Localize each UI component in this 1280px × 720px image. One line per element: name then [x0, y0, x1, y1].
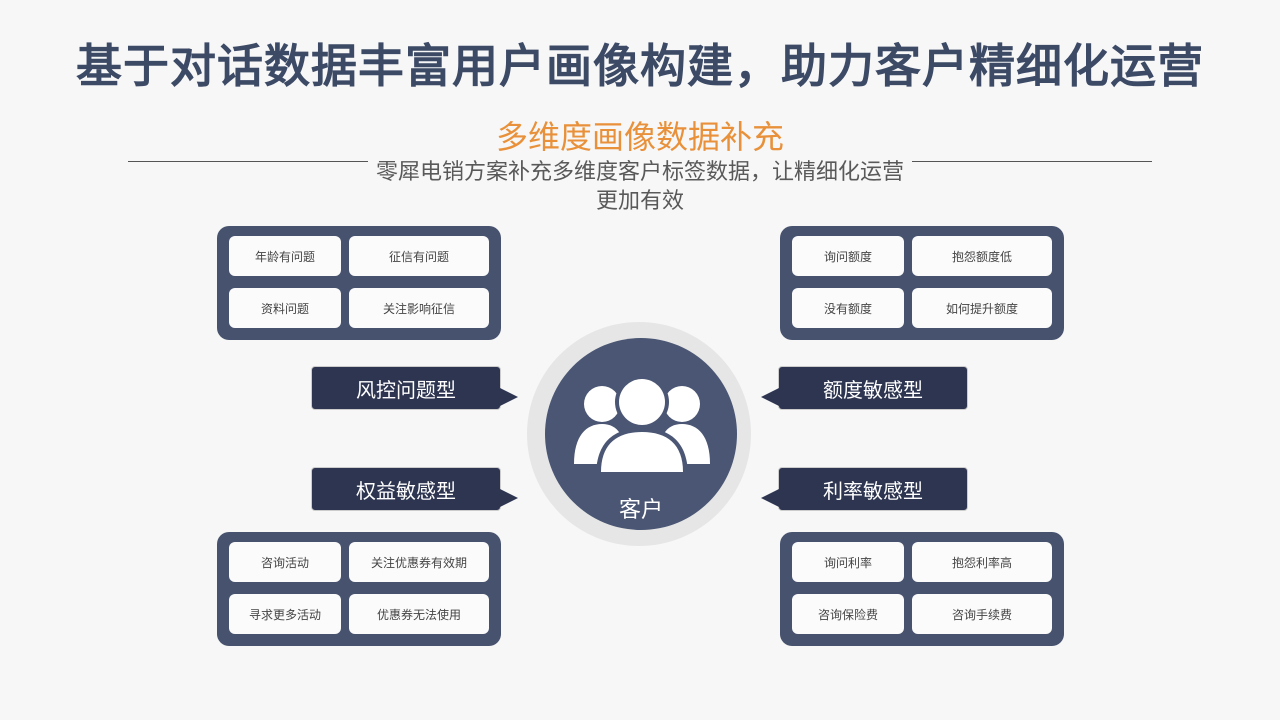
tag-item: 咨询手续费	[912, 594, 1052, 634]
tag-item: 咨询保险费	[792, 594, 904, 634]
tag-item: 抱怨额度低	[912, 236, 1052, 276]
tag-item: 没有额度	[792, 288, 904, 328]
tag-item: 征信有问题	[349, 236, 489, 276]
tag-item: 资料问题	[229, 288, 341, 328]
tag-item: 寻求更多活动	[229, 594, 341, 634]
benefit-tags-panel: 咨询活动 关注优惠券有效期 寻求更多活动 优惠券无法使用	[217, 532, 501, 646]
quota-tags-panel: 询问额度 抱怨额度低 没有额度 如何提升额度	[780, 226, 1064, 340]
interest-tags-panel: 询问利率 抱怨利率高 咨询保险费 咨询手续费	[780, 532, 1064, 646]
tag-item: 关注影响征信	[349, 288, 489, 328]
tag-item: 咨询活动	[229, 542, 341, 582]
interest-segment-label: 利率敏感型	[823, 478, 923, 503]
tag-item: 优惠券无法使用	[349, 594, 489, 634]
tag-item: 询问额度	[792, 236, 904, 276]
tag-item: 如何提升额度	[912, 288, 1052, 328]
tag-item: 年龄有问题	[229, 236, 341, 276]
tag-item: 抱怨利率高	[912, 542, 1052, 582]
callout-pointer	[761, 387, 781, 407]
tag-item: 关注优惠券有效期	[349, 542, 489, 582]
section-subtitle: 多维度画像数据补充	[495, 118, 784, 156]
benefit-segment-label: 权益敏感型	[356, 478, 456, 503]
risk-tags-panel: 年龄有问题 征信有问题 资料问题 关注影响征信	[217, 226, 501, 340]
quota-segment-label: 额度敏感型	[823, 377, 923, 402]
page-title: 基于对话数据丰富用户画像构建，助力客户精细化运营	[76, 39, 1204, 93]
callout-pointer	[761, 488, 781, 508]
hub-label: 客户	[618, 498, 663, 523]
callout-pointer	[498, 387, 518, 407]
divider-right	[912, 161, 1152, 162]
quota-segment-callout: 额度敏感型	[761, 366, 968, 410]
callout-pointer	[498, 488, 518, 508]
risk-segment-label: 风控问题型	[356, 377, 456, 402]
description-text: 零犀电销方案补充多维度客户标签数据，让精细化运营更加有效	[375, 160, 904, 214]
tag-item: 询问利率	[792, 542, 904, 582]
interest-segment-callout: 利率敏感型	[761, 467, 968, 511]
benefit-segment-callout: 权益敏感型	[311, 467, 518, 511]
people-group-icon	[574, 375, 710, 476]
risk-segment-callout: 风控问题型	[311, 366, 518, 410]
divider-left	[128, 161, 368, 162]
